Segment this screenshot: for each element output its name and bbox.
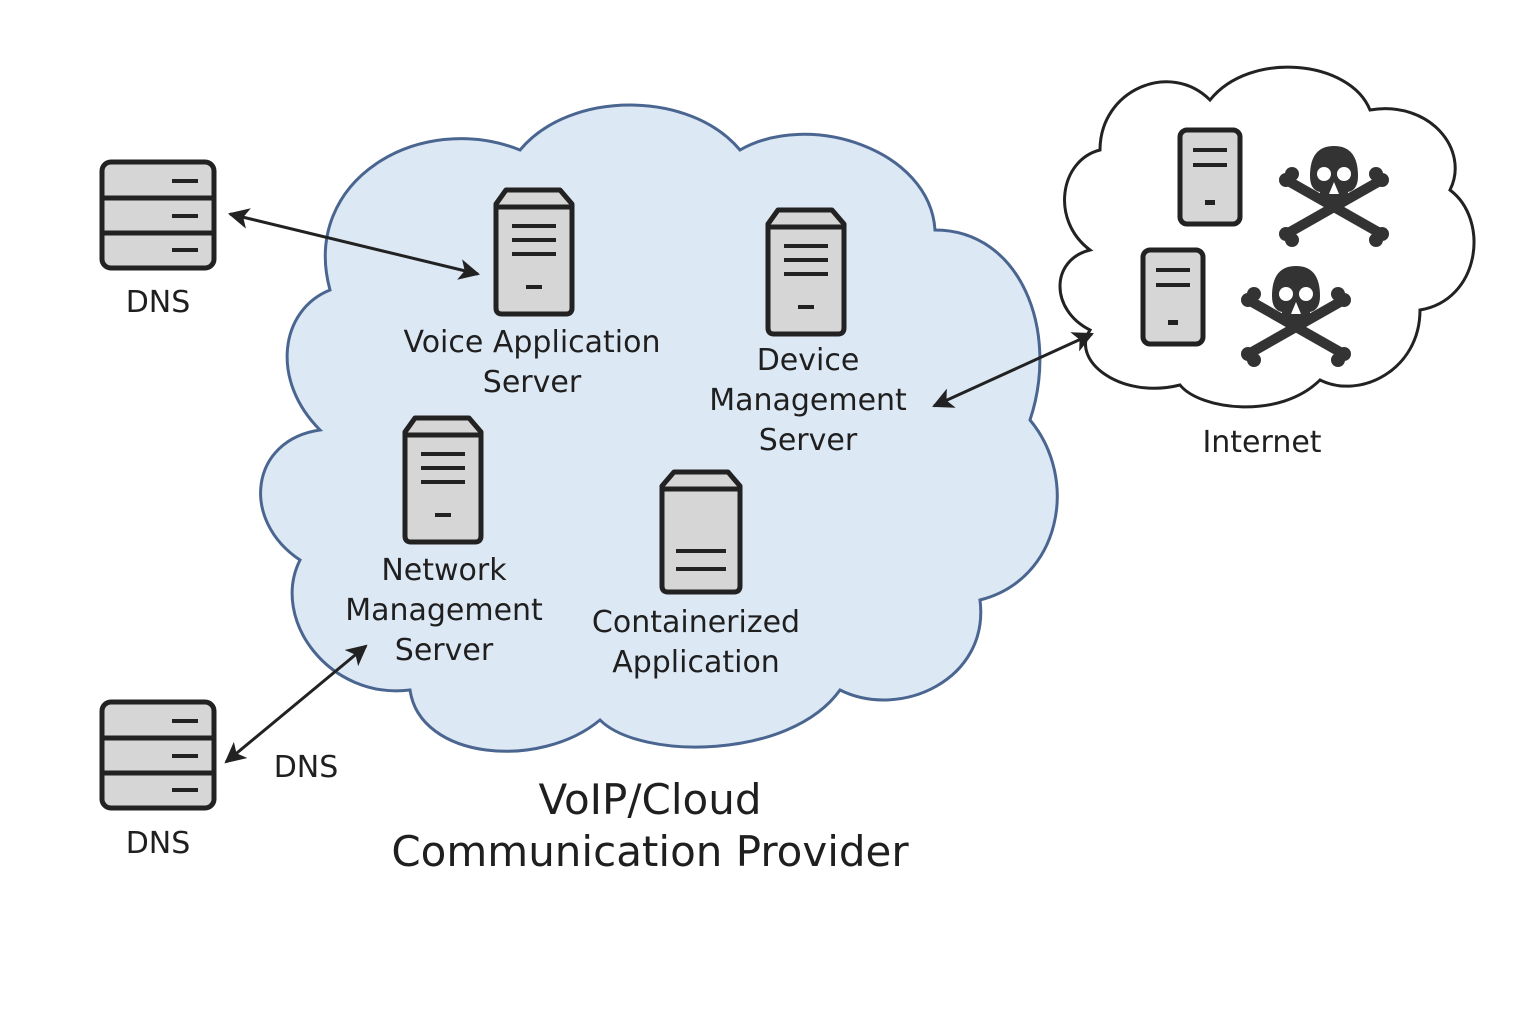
tower-server-icon	[496, 190, 572, 314]
internet-cloud	[1058, 65, 1476, 409]
provider-title-line1: VoIP/Cloud	[538, 775, 761, 824]
internet-label: Internet	[1202, 425, 1321, 460]
dns-server-top[interactable]: DNS	[102, 162, 214, 320]
voice-application-server[interactable]: Voice Application Server	[404, 190, 661, 400]
device-management-server-label-3: Server	[759, 423, 858, 458]
connection-dns-top-to-voice	[227, 208, 481, 280]
containerized-application-label-2: Application	[612, 645, 780, 680]
network-management-server-label-2: Management	[345, 593, 543, 628]
containerized-application[interactable]: Containerized Application	[592, 472, 800, 680]
dns-server-bottom-label: DNS	[126, 826, 191, 861]
tower-server-icon	[405, 418, 481, 542]
connection-dns-label: DNS	[274, 750, 339, 785]
rack-server-icon	[102, 162, 214, 268]
voice-application-server-label-2: Server	[483, 365, 582, 400]
container-server-icon	[662, 472, 740, 592]
device-management-server-label-1: Device	[757, 343, 860, 378]
provider-title-line2: Communication Provider	[391, 827, 909, 876]
dns-server-bottom[interactable]: DNS	[102, 702, 214, 861]
voice-application-server-label-1: Voice Application	[404, 325, 661, 360]
network-management-server-label-1: Network	[381, 553, 507, 588]
device-management-server[interactable]: Device Management Server	[709, 210, 907, 458]
dns-server-top-label: DNS	[126, 285, 191, 320]
network-management-server-label-3: Server	[395, 633, 494, 668]
desktop-server-icon	[1143, 250, 1203, 344]
rack-server-icon	[102, 702, 214, 808]
connection-dns-bottom-to-network	[224, 644, 368, 764]
device-management-server-label-2: Management	[709, 383, 907, 418]
connection-device-to-internet	[932, 332, 1094, 408]
tower-server-icon	[768, 210, 844, 334]
network-management-server[interactable]: Network Management Server	[345, 418, 543, 668]
desktop-server-icon	[1180, 130, 1240, 224]
containerized-application-label-1: Containerized	[592, 605, 800, 640]
